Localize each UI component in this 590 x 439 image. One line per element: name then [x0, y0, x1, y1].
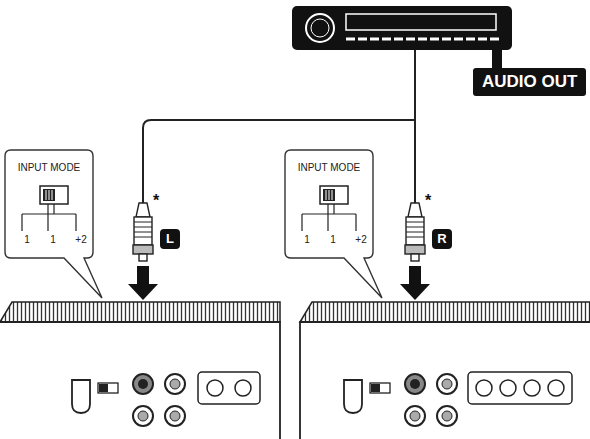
mode-number: 1 — [295, 234, 319, 246]
switch-body — [40, 186, 68, 204]
switch-body — [320, 186, 348, 204]
slider-grip — [46, 190, 47, 200]
cable-left — [143, 120, 415, 203]
mode-switch-left — [22, 186, 76, 231]
mode-switch-right — [302, 186, 356, 231]
cable-right — [414, 50, 416, 203]
asterisk-note: * — [425, 193, 431, 209]
slider-grip — [49, 190, 50, 200]
terminal-screw — [207, 380, 223, 396]
switch-slider — [43, 189, 55, 201]
head-unit-display — [346, 14, 496, 30]
channel-badge: R — [432, 229, 452, 249]
amp-face — [300, 322, 590, 439]
slider-grip — [329, 190, 330, 200]
amp-jacks — [344, 374, 457, 426]
amplifier-right — [300, 302, 590, 439]
terminal-screw — [548, 380, 564, 396]
mode-number: 1 — [15, 234, 39, 246]
slider-grip — [326, 190, 327, 200]
rca-plug-left — [133, 203, 153, 261]
head-unit-buttons — [346, 38, 500, 41]
terminal-screw — [524, 380, 540, 396]
terminal-screw — [235, 380, 251, 396]
amp-face — [0, 322, 280, 439]
head-unit-knob — [306, 14, 334, 42]
asterisk-note: * — [153, 193, 159, 209]
label-stem — [492, 48, 502, 70]
callout-bubble — [285, 150, 382, 298]
mode-number: 1 — [41, 234, 65, 246]
channel-badge: L — [160, 229, 180, 249]
amp-lid — [300, 302, 590, 322]
terminal-screw — [500, 380, 516, 396]
slider-grip — [332, 190, 333, 200]
amplifier-left — [0, 302, 280, 439]
head-unit — [292, 6, 512, 70]
callout-heading: INPUT MODE — [285, 162, 373, 174]
mode-bracket — [302, 204, 356, 231]
switch-slider — [323, 189, 335, 201]
callout-bubble — [5, 150, 102, 298]
rca-plug-right — [405, 203, 425, 261]
insert-arrow-right — [400, 266, 430, 300]
head-unit-knob-inner — [311, 19, 329, 37]
input-mode-callout: INPUT MODE 11 +2 — [5, 150, 93, 258]
mode-number: 1 — [321, 234, 345, 246]
callout-heading: INPUT MODE — [5, 162, 93, 174]
speaker-terminal — [198, 372, 260, 404]
amp-jacks — [72, 374, 185, 426]
input-mode-callout: INPUT MODE 11 +2 — [285, 150, 373, 258]
mode-bracket — [22, 204, 76, 231]
amp-lid — [0, 302, 280, 322]
output-label: AUDIO OUT — [473, 68, 586, 96]
channel-letter: R — [437, 232, 446, 246]
head-unit-body — [292, 6, 512, 50]
channel-letter: L — [166, 232, 174, 246]
mode-number: +2 — [349, 234, 373, 246]
terminal-screw — [476, 380, 492, 396]
output-label-text: AUDIO OUT — [482, 72, 577, 92]
slider-grip — [52, 190, 53, 200]
insert-arrow-left — [128, 266, 158, 300]
speaker-terminal — [468, 372, 572, 404]
mode-number: +2 — [69, 234, 93, 246]
